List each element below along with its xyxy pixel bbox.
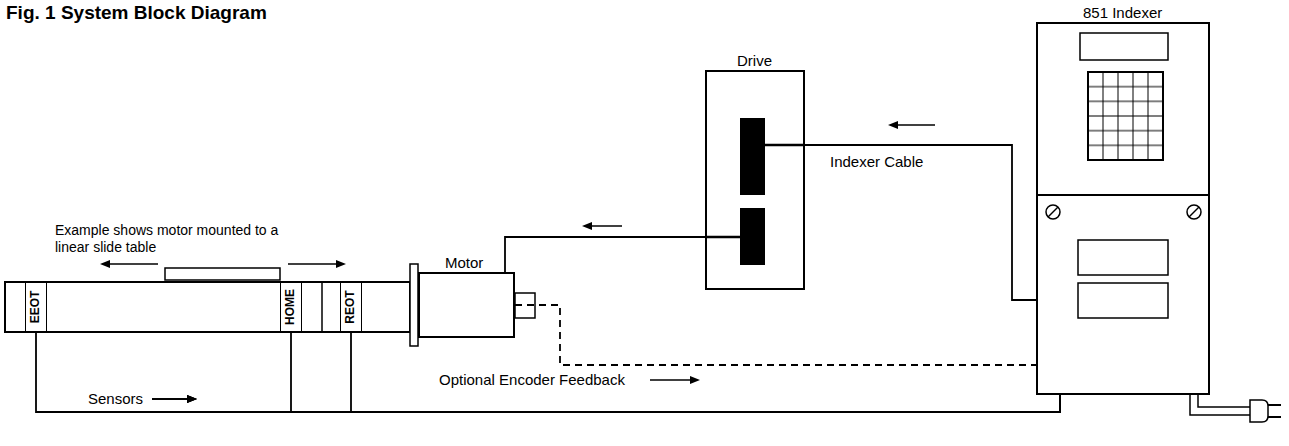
slide-table	[5, 282, 410, 332]
cable-wire	[805, 145, 1036, 300]
indexer-box: 851 Indexer	[1036, 22, 1210, 395]
wire-label: Indexer Cable	[828, 153, 925, 170]
keypad	[1088, 72, 1163, 160]
drive-label: Drive	[737, 52, 772, 69]
panel-screw	[1189, 207, 1199, 217]
flow-arrow	[187, 395, 197, 403]
motion-arrow	[103, 263, 158, 264]
cable-wire	[291, 332, 1060, 412]
flow-arrow	[894, 124, 935, 125]
motion-arrow	[100, 260, 110, 268]
cable-stub	[765, 144, 805, 147]
sensor-label: HOME	[284, 289, 298, 325]
note-text: Example shows motor mounted to a linear …	[55, 222, 287, 256]
drive-connector	[740, 118, 765, 195]
wire-label: Optional Encoder Feedback	[437, 371, 627, 388]
flow-arrow	[187, 395, 197, 403]
sensor-band: REOT	[340, 282, 362, 332]
cable-wire	[505, 237, 705, 272]
power-cord	[1198, 395, 1250, 407]
sensor-label: REOT	[344, 290, 358, 323]
flow-arrow	[582, 222, 592, 230]
panel-screw	[1187, 205, 1201, 219]
motion-arrow	[288, 263, 343, 264]
power-cord	[1190, 395, 1250, 415]
wire-label: Sensors	[86, 390, 145, 407]
flow-arrow	[152, 398, 191, 399]
sensor-label: EEOT	[29, 291, 43, 324]
power-plug	[1250, 400, 1268, 422]
flow-arrow	[588, 225, 622, 226]
panel-window	[1078, 240, 1168, 275]
panel-divider	[1036, 194, 1210, 196]
table-joint	[321, 282, 323, 332]
drive-box: Drive	[705, 70, 805, 290]
motor-body: Motor	[418, 272, 515, 338]
cable-stub	[705, 236, 740, 239]
flow-arrow	[152, 398, 191, 399]
figure-title: Fig. 1 System Block Diagram	[6, 2, 267, 25]
plug-prong	[1268, 404, 1281, 406]
feedback-wire	[515, 305, 1036, 365]
cable-wire	[351, 332, 1060, 412]
panel-screw	[1046, 205, 1060, 219]
indexer-label: 851 Indexer	[1083, 4, 1162, 21]
flow-arrow	[888, 121, 898, 129]
plug-prong	[1268, 416, 1281, 418]
display-window	[1080, 33, 1168, 60]
flow-arrow	[690, 376, 700, 384]
cable-wire	[36, 332, 1060, 412]
carriage	[165, 268, 280, 280]
motor-flange	[410, 264, 418, 346]
panel-screw	[1048, 207, 1058, 217]
sensor-band: HOME	[280, 282, 302, 332]
flow-arrow	[187, 395, 197, 403]
flow-arrow	[650, 379, 694, 380]
flow-arrow	[152, 398, 191, 399]
motion-arrow	[336, 260, 346, 268]
motor-label: Motor	[445, 254, 483, 271]
sensor-band: EEOT	[25, 282, 47, 332]
panel-window	[1078, 283, 1168, 318]
drive-connector	[740, 208, 765, 265]
